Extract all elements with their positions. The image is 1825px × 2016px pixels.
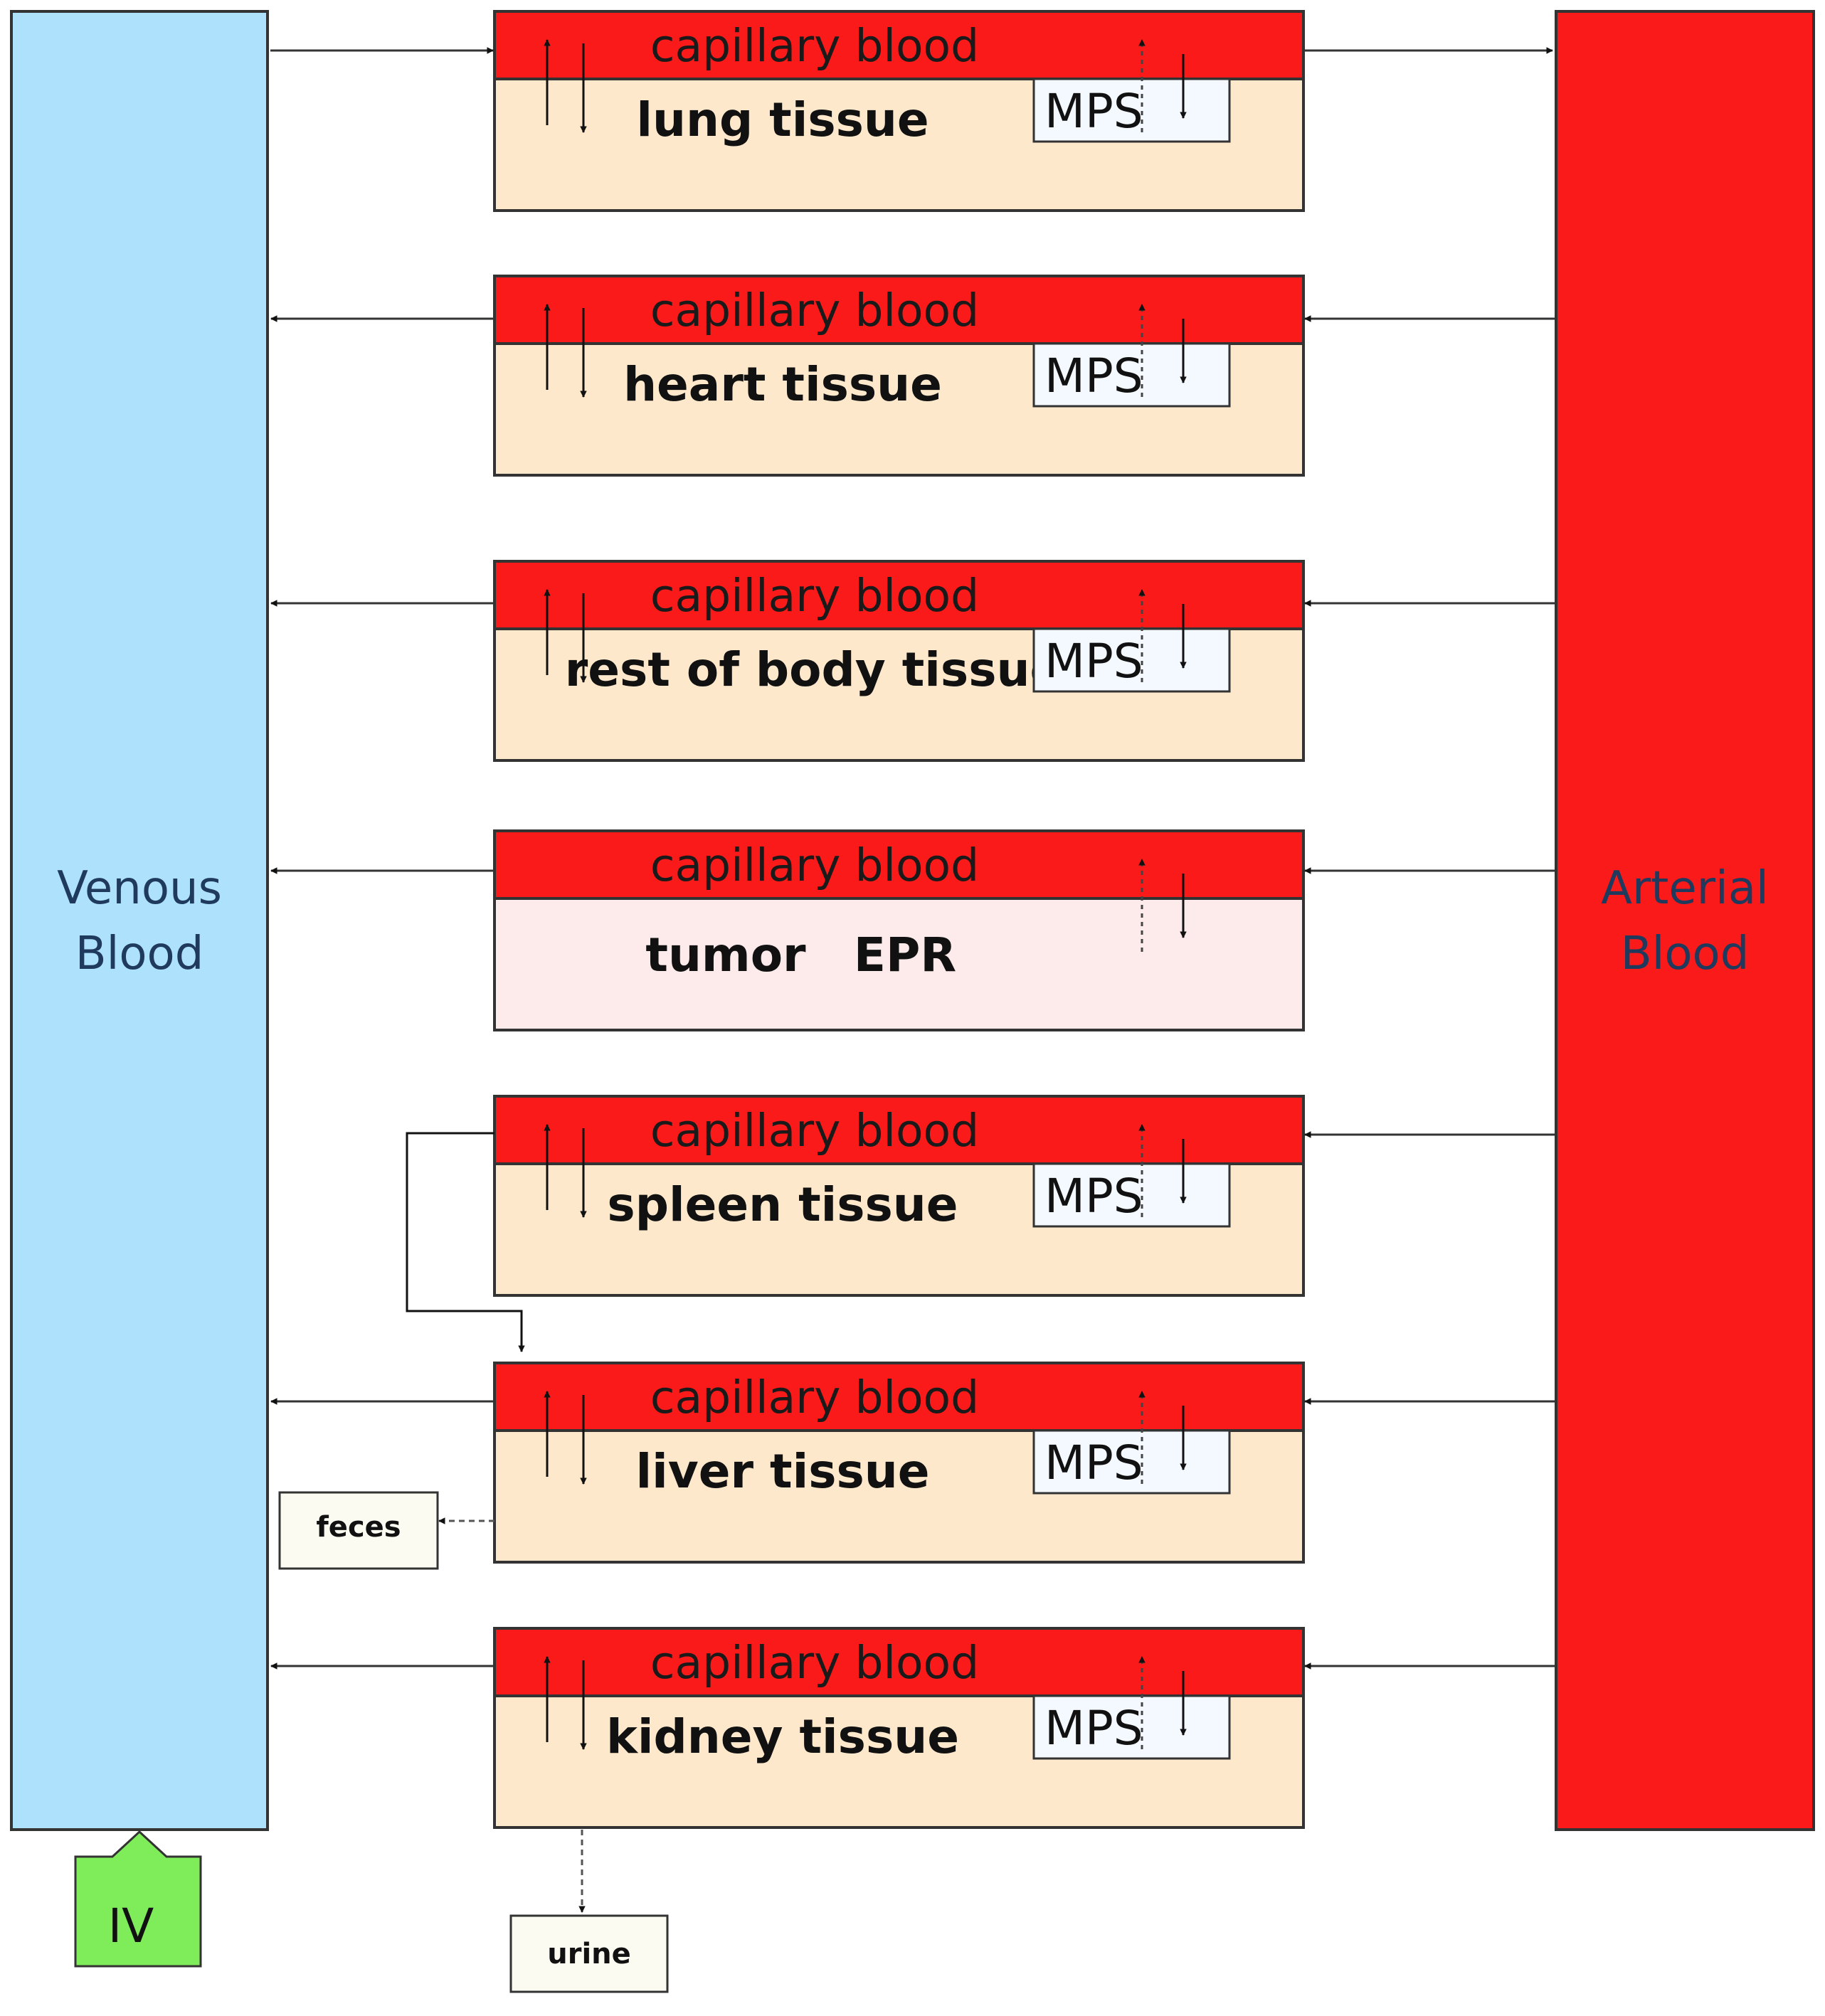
feces-excretion: feces	[278, 1491, 494, 1570]
spleen-capillary-label: capillary blood	[650, 1105, 979, 1157]
heart-tissue-label: heart tissue	[623, 357, 942, 412]
lung-capillary-label: capillary blood	[650, 20, 979, 72]
organ-tumor: capillary blood tumor EPR	[270, 829, 1556, 1031]
venous-blood-label-line2: Blood	[75, 928, 204, 980]
venous-blood-compartment: Venous Blood	[10, 10, 269, 1831]
rest-capillary-band	[493, 560, 1305, 630]
liver-tissue-label: liver tissue	[635, 1444, 929, 1499]
kidney-capillary-band	[493, 1627, 1305, 1697]
tumor-capillary-band	[493, 829, 1305, 900]
liver-capillary-label: capillary blood	[650, 1372, 979, 1423]
heart-capillary-band	[493, 275, 1305, 345]
tumor-tissue-label: tumor	[645, 928, 806, 982]
heart-mps-label: MPS	[1044, 349, 1143, 403]
spleen-capillary-band	[493, 1095, 1305, 1165]
spleen-mps-box	[1032, 1162, 1231, 1228]
urine-label: urine	[547, 1938, 631, 1970]
iv-input: IV	[74, 1830, 202, 1968]
lung-mps-label: MPS	[1044, 84, 1143, 139]
lung-mps-box	[1032, 78, 1231, 143]
urine-box	[509, 1914, 669, 1993]
lung-capillary-band	[493, 10, 1305, 80]
rest-capillary-label: capillary blood	[650, 570, 979, 622]
organ-spleen: capillary blood spleen tissue MPS	[493, 1095, 1556, 1297]
arterial-blood-box	[1555, 10, 1815, 1831]
rest-mps-label: MPS	[1044, 634, 1143, 689]
heart-capillary-label: capillary blood	[650, 285, 979, 336]
liver-mps-label: MPS	[1044, 1436, 1143, 1490]
kidney-mps-box	[1032, 1694, 1231, 1760]
feces-label: feces	[316, 1511, 401, 1544]
feces-box	[278, 1491, 439, 1570]
urine-excretion: urine	[509, 1830, 669, 1993]
organ-heart: capillary blood heart tissue MPS	[270, 275, 1556, 477]
venous-blood-box	[10, 10, 269, 1831]
spleen-to-liver-flow	[406, 1132, 525, 1352]
iv-arrow-shape	[74, 1830, 202, 1968]
rest-mps-box	[1032, 627, 1231, 693]
venous-blood-label-line1: Venous	[57, 862, 222, 915]
tumor-epr-label: EPR	[854, 928, 956, 982]
kidney-capillary-label: capillary blood	[650, 1637, 979, 1689]
heart-mps-box	[1032, 342, 1231, 408]
iv-label: IV	[108, 1899, 154, 1953]
organ-kidney: capillary blood kidney tissue MPS	[270, 1627, 1556, 1829]
arterial-blood-label-line1: Arterial	[1601, 862, 1769, 915]
kidney-tissue-label: kidney tissue	[606, 1709, 959, 1764]
spleen-mps-label: MPS	[1044, 1169, 1143, 1224]
spleen-tissue-label: spleen tissue	[607, 1177, 958, 1232]
organ-liver: capillary blood liver tissue MPS	[270, 1362, 1556, 1564]
kidney-mps-label: MPS	[1044, 1701, 1143, 1756]
liver-mps-box	[1032, 1429, 1231, 1495]
tumor-capillary-label: capillary blood	[650, 839, 979, 891]
liver-capillary-band	[493, 1362, 1305, 1432]
arterial-blood-compartment: Arterial Blood	[1555, 10, 1815, 1831]
rest-tissue-label: rest of body tissue	[565, 642, 1062, 697]
arterial-blood-label-line2: Blood	[1621, 928, 1750, 980]
organ-lung: capillary blood lung tissue MPS	[270, 10, 1553, 212]
lung-tissue-label: lung tissue	[636, 92, 929, 147]
